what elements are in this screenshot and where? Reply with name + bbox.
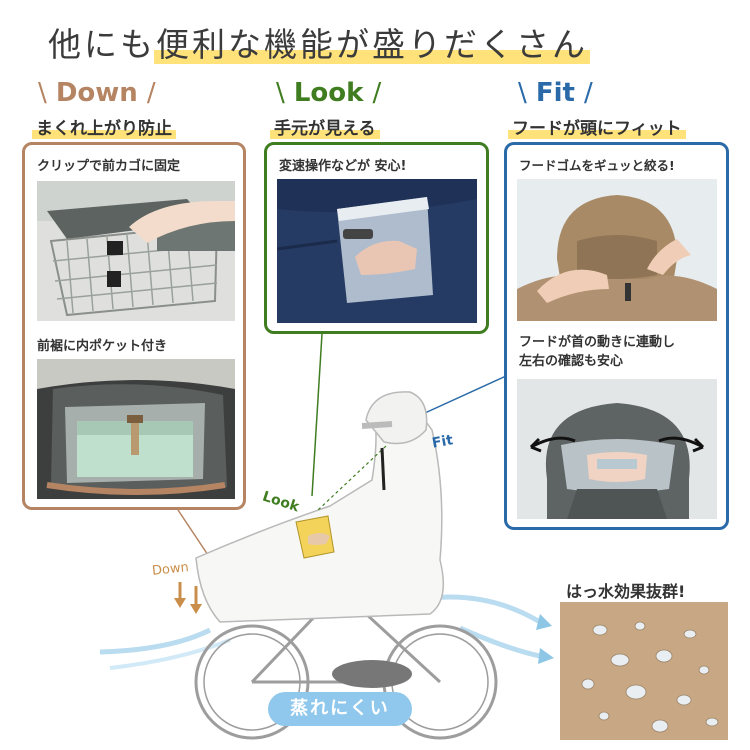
fit-subtitle: フードが頭にフィット <box>508 114 686 139</box>
look-tag: \ Look / <box>276 78 382 108</box>
water-repellent-swatch <box>560 602 728 740</box>
wind-arrows <box>99 594 554 670</box>
hood <box>365 391 428 445</box>
down-subtitle: まくれ上がり防止 <box>32 114 176 139</box>
hood-cord-photo <box>517 179 717 321</box>
hood-turn-photo <box>517 379 717 519</box>
page-title: 他にも便利な機能が盛りだくさん <box>48 18 588 66</box>
down-tag: \ Down / <box>38 78 156 108</box>
title-highlight: 便利な機能が盛りだくさん <box>156 25 588 64</box>
bicycle-illustration <box>99 333 728 740</box>
down-label: Down <box>55 78 138 108</box>
look-label: Look <box>293 78 364 108</box>
basket-clip-photo <box>37 181 235 321</box>
fit-connector <box>413 375 507 419</box>
fit-panel: フードゴムをギュッと絞る! フードが首の動きに連動し 左右の確認も安心 <box>504 142 729 530</box>
look-caption: 変速操作などが 安心! <box>279 159 407 174</box>
chain-guard <box>332 660 412 688</box>
down-arrows-icon <box>174 582 202 614</box>
look-subtitle: 手元が見える <box>270 114 380 139</box>
visor <box>361 421 393 429</box>
breathable-badge: 蒸れにくい <box>268 692 412 726</box>
shift-window-photo <box>277 179 477 323</box>
fit-tag: \ Fit / <box>518 78 593 108</box>
fit-caption-cord: フードゴムをギュッと絞る! <box>519 158 675 173</box>
look-connector <box>311 333 323 497</box>
look-panel: 変速操作などが 安心! <box>264 142 489 334</box>
fit-label: Fit <box>535 78 575 108</box>
inner-pocket-photo <box>37 359 235 499</box>
down-caption-pocket: 前裾に内ポケット付き <box>37 339 168 354</box>
title-prefix: 他にも <box>48 25 156 64</box>
water-repellent-label: はっ水効果抜群! <box>566 582 686 601</box>
down-caption-clip: クリップで前カゴに固定 <box>37 159 181 174</box>
down-connector <box>177 509 211 559</box>
fit-caption-neck: フードが首の動きに連動し 左右の確認も安心 <box>519 335 676 369</box>
down-panel: クリップで前カゴに固定 前裾に内 <box>22 142 246 510</box>
hood-cord <box>380 447 386 491</box>
